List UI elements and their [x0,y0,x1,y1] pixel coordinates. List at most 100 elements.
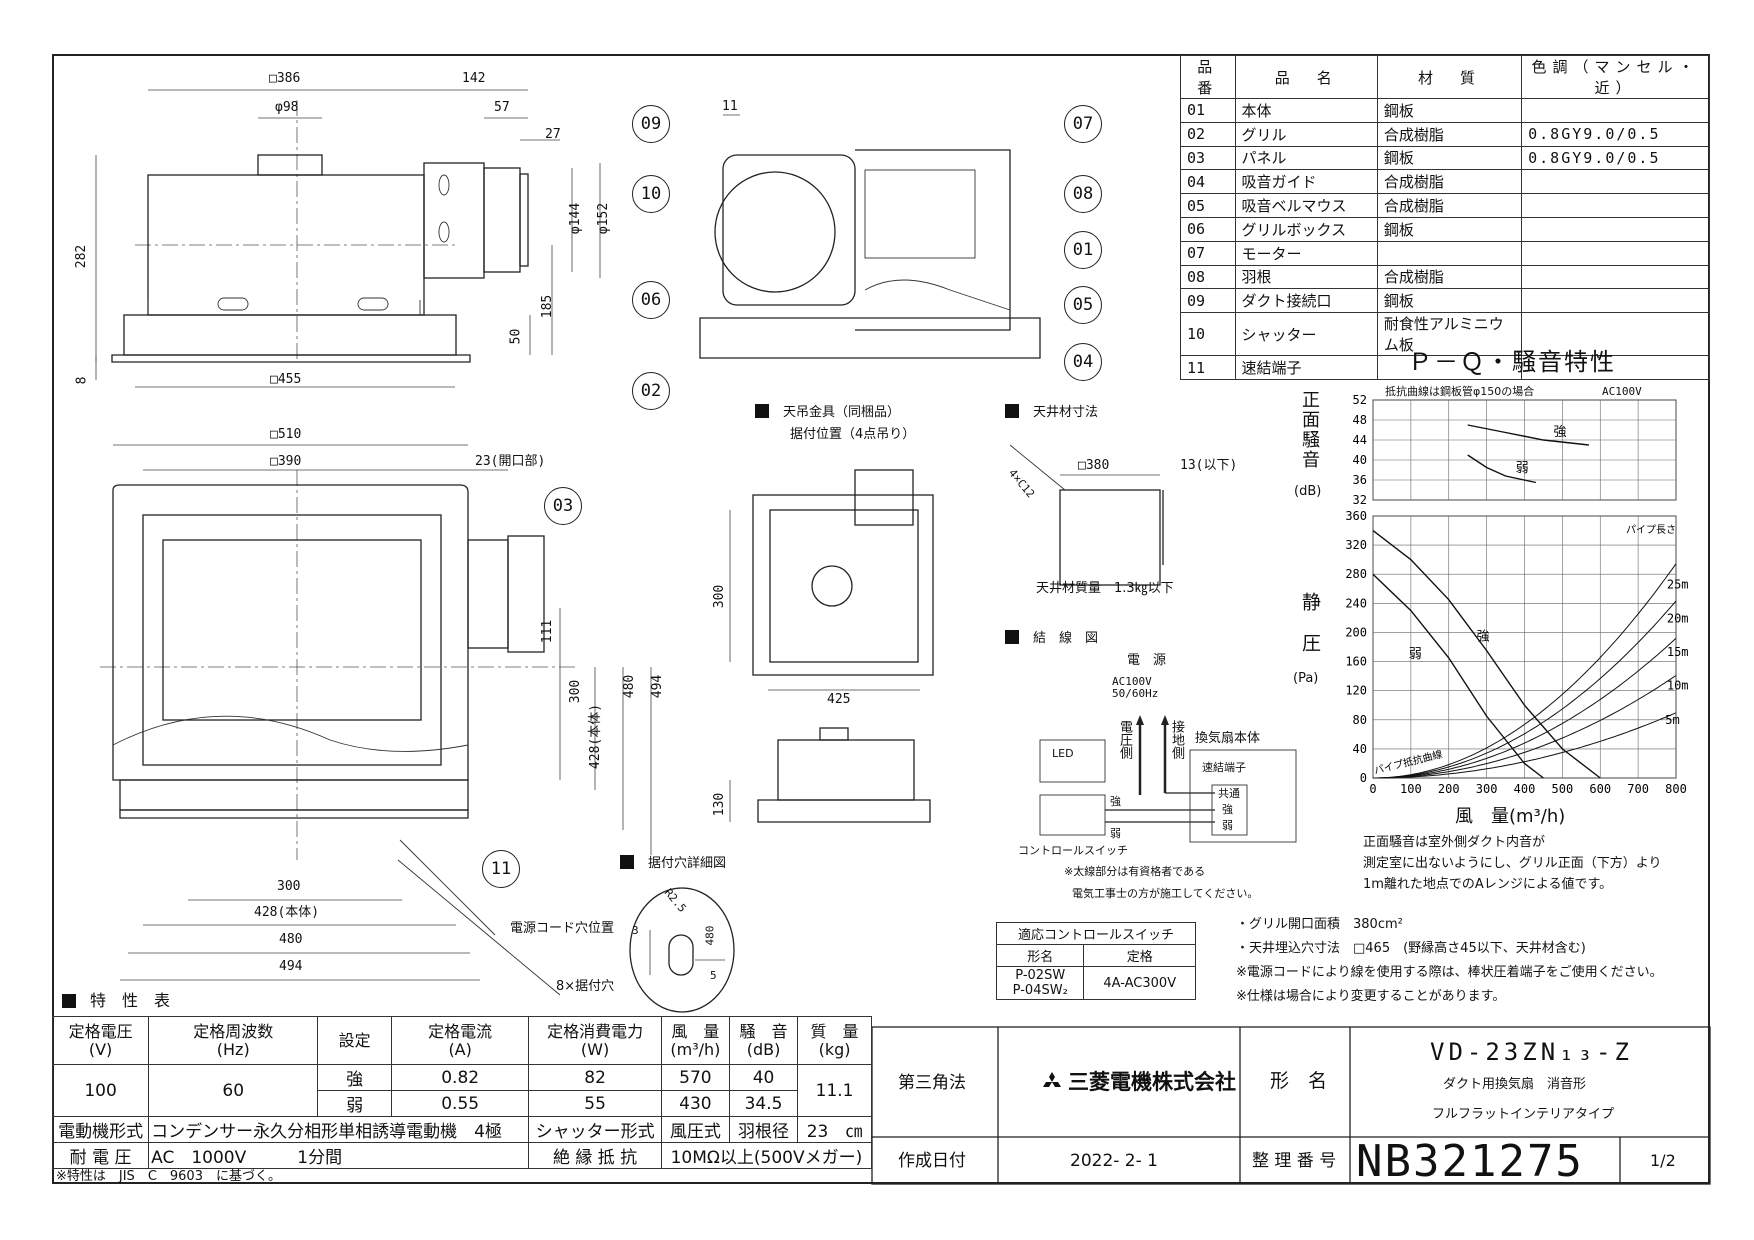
pq-ytick-label: 160 [1345,655,1367,669]
wiring-fan-body: 換気扇本体 [1195,731,1261,746]
parts-cell: 吸音ガイド [1234,169,1378,195]
ceiling-title: 天井材寸法 [1005,404,1098,419]
model-desc-1: ダクト用換気扇 消音形 [1443,1077,1587,1092]
dim-386: □386 [269,71,301,86]
parts-cell: 合成樹脂 [1376,264,1523,290]
noise-yunit: (dB) [1294,484,1322,499]
parts-cell: 05 [1180,193,1236,218]
spec-airflow-weak: 430 [660,1090,730,1117]
chart-note-1: 正面騒音は室外側ダクト内音が [1363,835,1546,850]
parts-cell: 10 [1180,312,1236,357]
noise-series-label: 弱 [1516,461,1529,476]
pipe-curve-label: 5m [1665,713,1679,727]
parts-cell: シャッター [1234,312,1378,357]
pq-ytick-label: 0 [1360,771,1367,785]
spec-header-2: 設定 [317,1016,392,1065]
dim-23-opening: 23(開口部) [475,454,546,469]
wiring-weak: 弱 [1222,819,1233,832]
parts-cell: 01 [1180,98,1236,123]
parts-cell [1521,355,1710,380]
pq-ylabel: 静圧 [1299,592,1321,674]
dim-144: φ144 [568,202,584,235]
hanger-dim-300: 300 [712,584,728,609]
parts-cell: 本体 [1234,98,1378,123]
model-desc-2: フルフラットインテリアタイプ [1432,1107,1615,1122]
parts-cell: ダクト接続口 [1234,288,1378,314]
spec-voltage: 100 [51,1064,150,1117]
parts-cell: グリル [1234,121,1378,147]
parts-cell: 鋼板 [1376,98,1523,123]
pq-xtick-label: 800 [1665,782,1687,796]
dim-480: 480 [279,932,303,947]
noise-tick-label: 32 [1353,493,1367,507]
parts-cell: 04 [1180,169,1236,195]
dim-494: 494 [279,959,303,974]
spec-header-5: 風 量 (m³/h) [660,1016,730,1065]
spec-airflow-strong: 570 [660,1064,730,1091]
parts-cell: 合成樹脂 [1376,193,1523,218]
wiring-common: 共通 [1218,787,1240,800]
blade-label: 羽根径 [728,1116,799,1143]
pipe-curve-label: 10m [1667,679,1689,693]
noise-series-1 [1467,454,1537,484]
spec-header-1: 定格周波数 (Hz) [148,1016,319,1065]
spec-setting-strong: 強 [317,1064,392,1091]
parts-cell: 02 [1180,121,1236,147]
parts-cell: 耐食性アルミニウム板 [1376,312,1523,357]
motor-label: 電動機形式 [51,1116,150,1143]
doc-number: NB321275 [1356,1136,1584,1187]
spec-table: 定格電圧 (V)定格周波数 (Hz)設定定格電流 (A)定格消費電力 (W)風 … [51,1016,873,1169]
spec-footnote: ※特性は JIS C 9603 に基づく。 [56,1169,281,1184]
motor-value: コンデンサー永久分相形単相誘導電動機 4極 [148,1116,530,1143]
noise-tick-label: 36 [1353,473,1367,487]
wiring-note1: ※太線部分は有資格者である [1064,865,1206,878]
parts-cell: 速結端子 [1234,355,1378,380]
insulation-value: 10MΩ以上(500Vメガー) [660,1142,873,1169]
model-number: VD-23ZN₁₃-Z [1430,1038,1633,1066]
pq-series-label: 強 [1477,630,1490,645]
parts-cell [1521,98,1710,123]
spec-setting-weak: 弱 [317,1090,392,1117]
dim-185: 185 [540,294,556,319]
chart-supply: AC100V [1602,385,1642,398]
callout-05: 05 [1064,286,1102,324]
hole-dim-3: 3 [632,924,639,937]
parts-header-2: 材 質 [1376,55,1523,99]
spec-note-2: ・天井埋込穴寸法 □465 (野縁高さ45以下、天井材含む) [1236,941,1586,956]
spec-note-4: ※仕様は場合により変更することがあります。 [1236,989,1506,1004]
callout-03: 03 [544,487,582,525]
control-table-title: 適応コントロールスイッチ [996,922,1196,945]
dim-300-vertical: 300 [568,679,584,704]
spec-header-6: 騒 音 (dB) [728,1016,799,1065]
withstand-label: 耐 電 圧 [51,1142,150,1169]
parts-cell [1521,169,1710,195]
parts-cell: 羽根 [1234,264,1378,290]
spec-mass: 11.1 [797,1064,872,1117]
company-logo [1040,1072,1064,1092]
pipe-curve-10m [1373,675,1677,779]
callout-09: 09 [632,105,670,143]
wiring-led: LED [1052,747,1074,760]
spec-noise-weak: 34.5 [728,1090,799,1117]
parts-cell [1521,264,1710,290]
parts-cell: 0.8GY9.0/0.5 [1521,121,1710,147]
parts-cell: パネル [1234,145,1378,171]
wiring-terminal: 速結端子 [1202,761,1246,774]
dim-8: 8 [74,376,90,385]
spec-header-3: 定格電流 (A) [390,1016,530,1065]
parts-cell [1521,240,1710,266]
wiring-diagram [1039,715,1297,843]
date-value: 2022- 2- 1 [1070,1151,1158,1171]
dim-494-vertical: 494 [650,674,666,699]
dim-282: 282 [74,244,90,269]
hanger-bracket-view [729,469,934,823]
pq-xtick-label: 600 [1589,782,1611,796]
dim-428: 428(本体) [254,905,320,920]
dim-142: 142 [462,71,486,86]
pipe-curve-label: 15m [1667,645,1689,659]
wiring-ground: 接地側 [1169,720,1184,759]
